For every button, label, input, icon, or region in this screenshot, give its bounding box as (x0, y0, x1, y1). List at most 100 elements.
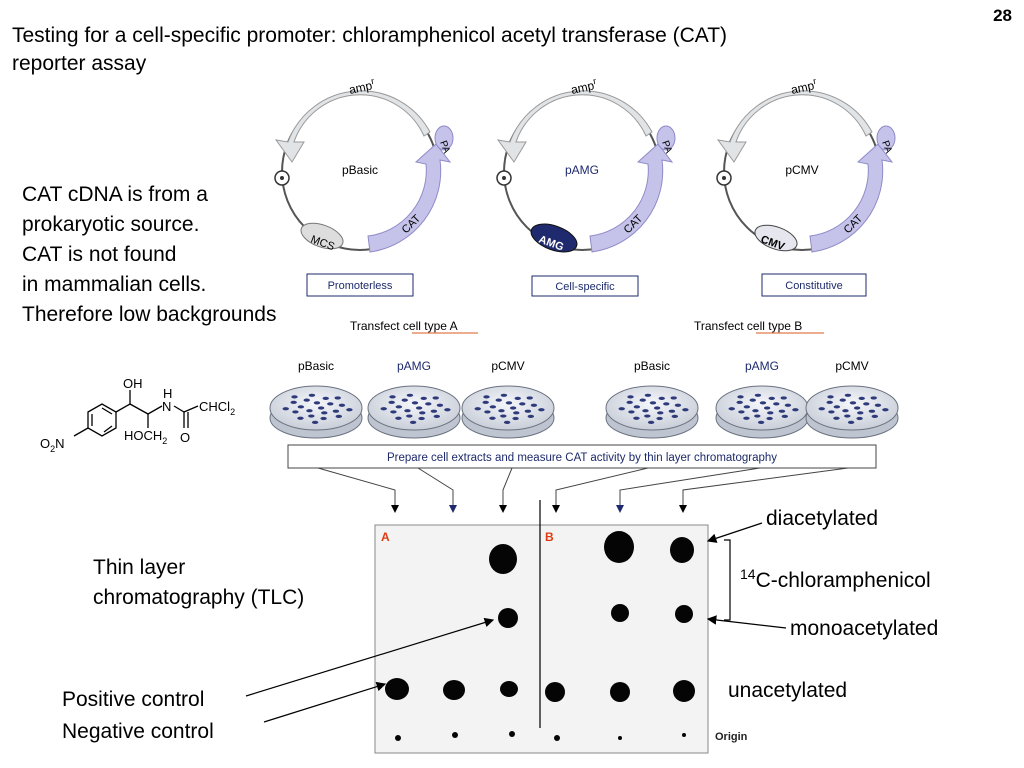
cell (847, 420, 855, 424)
cell (828, 410, 835, 414)
note-line: in mammalian cells. (22, 273, 207, 296)
cell (322, 396, 329, 400)
cell (514, 396, 521, 400)
pa-label: PA (879, 139, 894, 155)
cell (484, 410, 491, 414)
cell (444, 408, 451, 412)
cell (311, 420, 319, 424)
cell (670, 396, 677, 400)
cell (633, 405, 641, 409)
cell (430, 409, 438, 413)
note-line: Therefore low backgrounds (22, 303, 277, 326)
cell (500, 414, 507, 418)
category-cell-specific: Cell-specific (555, 281, 615, 293)
cell (380, 407, 387, 411)
cell (633, 416, 640, 420)
cell (303, 398, 310, 402)
cell (792, 408, 799, 412)
cell (321, 411, 328, 415)
cell (839, 398, 846, 402)
svg-text:O2N: O2N (40, 436, 65, 454)
cell (882, 408, 889, 412)
unacetylated-label: unacetylated (728, 679, 848, 702)
note-line: prokaryotic source. (22, 213, 200, 236)
cell (509, 406, 517, 410)
cell (658, 396, 665, 400)
svg-text:OH: OH (123, 376, 143, 391)
cell (642, 409, 649, 413)
tlc-spot (509, 731, 515, 737)
tlc-spot (610, 682, 630, 702)
petri-dish: pAMG (367, 359, 461, 439)
cell (390, 410, 397, 414)
cell (308, 414, 315, 418)
cell (628, 410, 635, 414)
slide-title: Testing for a cell-specific promoter: ch… (12, 24, 728, 75)
cell (320, 416, 327, 421)
cell (833, 405, 841, 409)
cell (871, 414, 879, 418)
pa-label: PA (437, 139, 452, 155)
dish-label: pAMG (745, 359, 779, 373)
cell (759, 401, 767, 405)
cell (738, 410, 745, 414)
cell (498, 409, 505, 413)
cell (282, 407, 289, 411)
cell (401, 398, 408, 402)
cell (526, 396, 533, 400)
cell (415, 406, 423, 410)
cell (527, 414, 535, 418)
cell (317, 406, 325, 410)
cell (290, 400, 297, 404)
cell (618, 407, 625, 411)
plasmid-name: pAMG (565, 163, 599, 177)
cell (335, 414, 343, 418)
tlc-spot (443, 680, 465, 700)
cat-notes: CAT cDNA is from a prokaryotic source. C… (22, 180, 276, 330)
cell (644, 414, 651, 418)
cell (418, 416, 425, 421)
cell (538, 408, 545, 412)
cell (818, 407, 825, 411)
monoacetylated-label: monoacetylated (790, 617, 939, 640)
cell (754, 393, 762, 397)
tlc-spot (554, 735, 560, 741)
tlc-spot (500, 681, 518, 697)
svg-text:O: O (180, 430, 190, 445)
cell (754, 414, 761, 418)
cell (297, 416, 304, 420)
cell (395, 405, 403, 409)
petri-dish: pAMG (715, 359, 809, 439)
negative-control-label: Negative control (62, 720, 214, 743)
cell (853, 406, 861, 410)
cell (674, 403, 682, 407)
cell (833, 416, 840, 420)
amp-label: ampr (789, 76, 818, 97)
cell (868, 409, 876, 413)
cell (844, 393, 852, 397)
cell (656, 416, 663, 421)
svg-text:HOCH2: HOCH2 (124, 428, 167, 446)
cell (752, 409, 759, 413)
annotation-lines (245, 522, 787, 723)
cell (334, 396, 341, 400)
petri-dish: pBasic (269, 359, 363, 439)
cell (482, 400, 489, 404)
cell (766, 416, 773, 421)
plasmid-pcmv: pCMV ampr PA CAT CMV (716, 76, 896, 253)
cell (749, 398, 756, 402)
tlc-caption: Thin layer chromatography (TLC) (93, 556, 305, 609)
tlc-spot (545, 682, 565, 702)
cell (306, 409, 313, 413)
cell (768, 396, 775, 400)
amp-label: ampr (569, 76, 598, 97)
cell (512, 416, 519, 421)
note-line: CAT is not found (22, 243, 177, 266)
cell (346, 408, 353, 412)
cell (419, 411, 426, 415)
cell (874, 403, 882, 407)
plasmid-pbasic: pBasic ampr PA CAT MCS (274, 76, 454, 253)
cell (297, 405, 305, 409)
